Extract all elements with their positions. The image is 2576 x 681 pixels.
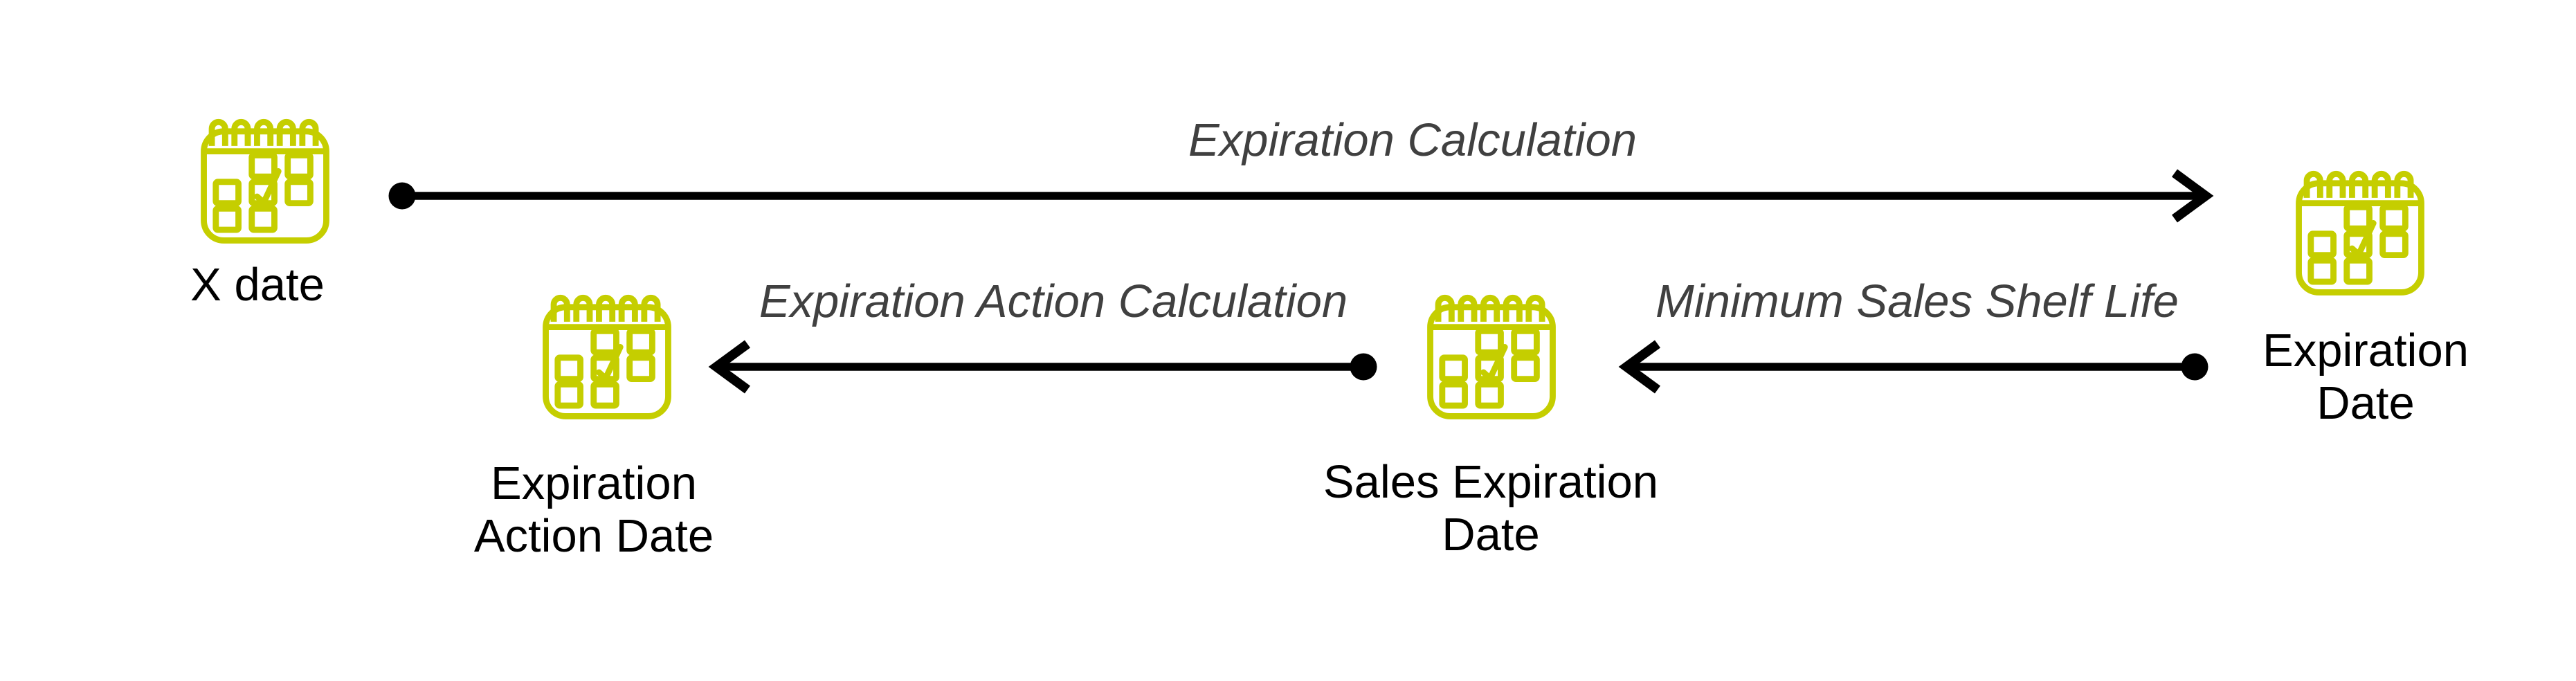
sales-expiration-date-calendar-icon [1422, 285, 1561, 425]
x-date-calendar-icon [196, 109, 334, 249]
minimum-sales-shelf-life-arrow [1618, 340, 2208, 394]
expiration-action-date-label-line1: Expiration [491, 457, 697, 509]
x-date-label: X date [190, 259, 325, 311]
arrowhead-left-icon [708, 340, 750, 394]
expiration-date-label-line1: Expiration [2262, 325, 2469, 376]
sales-expiration-date-label-line2: Date [1442, 509, 1540, 561]
expiration-action-date-calendar-icon [538, 285, 676, 425]
expiration-calculation-arrow [388, 169, 2214, 223]
expiration-date-label-line2: Date [2316, 377, 2415, 429]
expiration-action-calculation-arrow-label: Expiration Action Calculation [759, 275, 1348, 327]
expiration-action-calculation-arrow [708, 340, 1377, 394]
arrowhead-left-icon [1618, 340, 1660, 394]
expiration-calculation-arrow-label: Expiration Calculation [1188, 114, 1638, 166]
expiration-action-date-label: Expiration Action Date [474, 457, 714, 563]
arrowhead-right-icon [2172, 169, 2214, 223]
expiration-date-label: Expiration Date [2262, 325, 2469, 430]
sales-expiration-date-label-line1: Sales Expiration [1323, 456, 1659, 508]
expiration-action-date-label-line2: Action Date [473, 510, 714, 562]
minimum-sales-shelf-life-arrow-label: Minimum Sales Shelf Life [1656, 275, 2179, 327]
expiration-date-calendar-icon [2291, 161, 2429, 301]
sales-expiration-date-label: Sales Expiration Date [1323, 456, 1658, 561]
